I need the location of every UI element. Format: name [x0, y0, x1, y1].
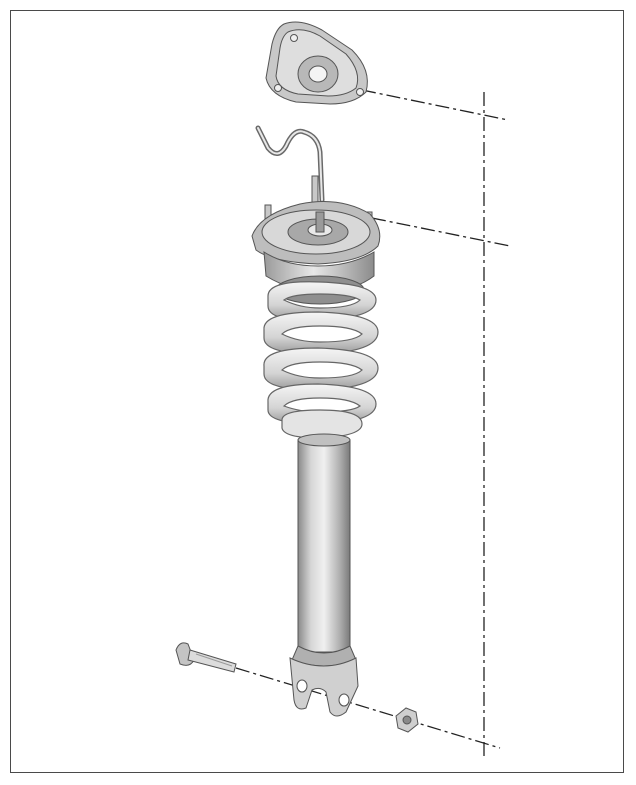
leader-lines — [235, 89, 511, 760]
lower-nut — [395, 707, 419, 733]
upper-mount-plate — [265, 21, 368, 105]
shock-absorber-body — [291, 433, 357, 667]
leader-line-strut-mount — [371, 217, 511, 247]
leader-line-upper-mount — [361, 89, 509, 121]
leader-line-bolt — [235, 667, 501, 749]
lower-clevis — [289, 657, 359, 717]
diagram-frame — [10, 10, 624, 773]
lower-bolt — [175, 642, 237, 673]
strut-top-mount — [251, 201, 381, 265]
coil-spring — [263, 281, 379, 439]
